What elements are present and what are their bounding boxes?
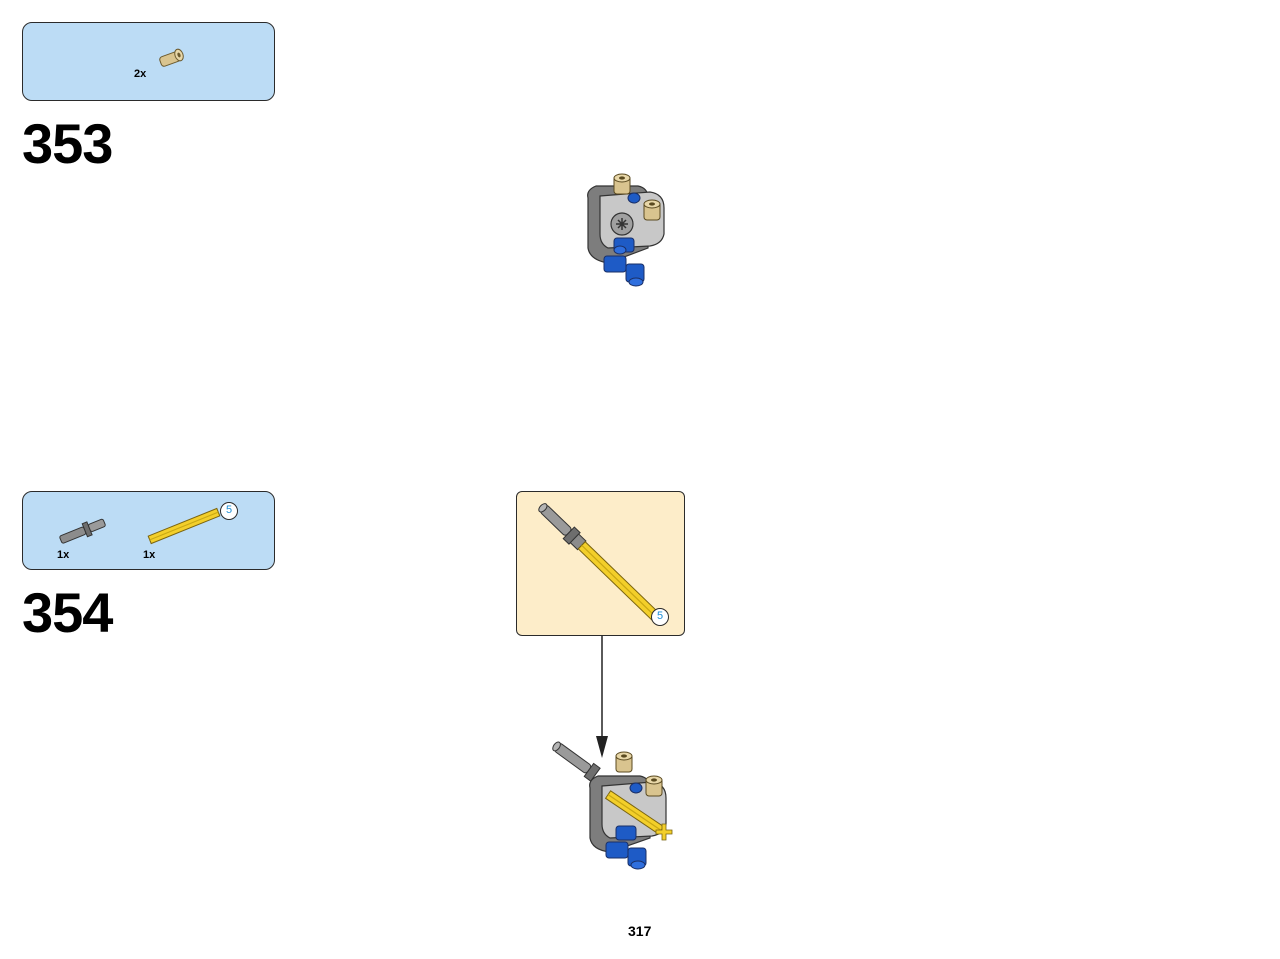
tan-bush-icon bbox=[159, 48, 184, 67]
length-badge: 5 bbox=[220, 502, 238, 520]
parts-list-354: 1x 1x 5 bbox=[22, 491, 275, 570]
assembly-image-354 bbox=[552, 741, 673, 870]
subassembly-callout: 5 bbox=[516, 491, 685, 636]
page-number: 317 bbox=[628, 923, 652, 939]
gray-axle-pin-icon bbox=[59, 518, 106, 544]
axle-pin-with-axle-icon bbox=[538, 503, 661, 622]
part-quantity: 1x bbox=[143, 549, 156, 561]
down-arrow-icon bbox=[596, 636, 608, 758]
assembly-image-353 bbox=[587, 173, 665, 287]
parts-list-353: 2x bbox=[22, 22, 275, 101]
length-badge: 5 bbox=[651, 608, 669, 626]
yellow-axle-icon bbox=[147, 507, 221, 545]
part-quantity: 1x bbox=[57, 549, 70, 561]
part-quantity: 2x bbox=[134, 68, 147, 80]
step-number-353: 353 bbox=[22, 112, 113, 175]
step-number-354: 354 bbox=[22, 581, 113, 644]
